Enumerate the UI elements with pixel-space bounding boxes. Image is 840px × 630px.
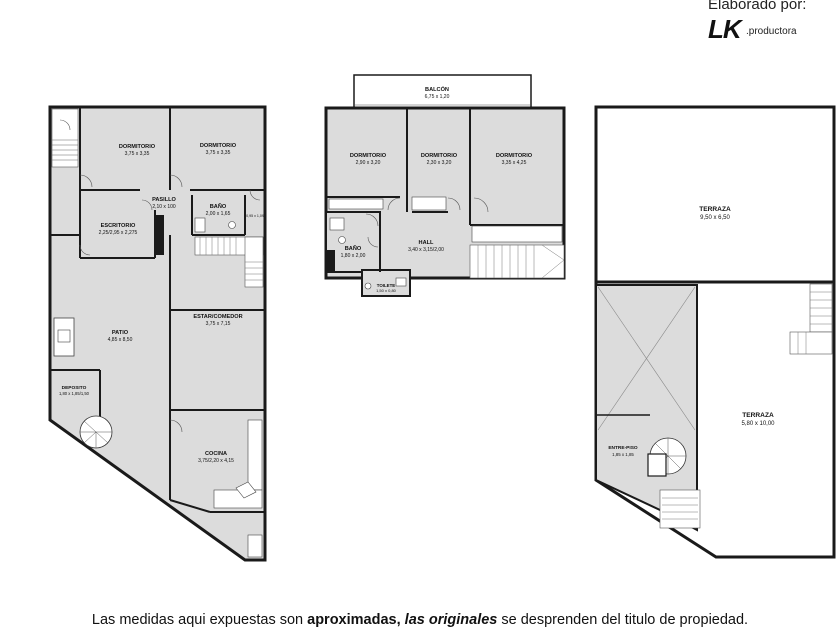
floor2-bath-toilet	[338, 236, 346, 244]
footer-text-a: Las medidas aqui expuestas son	[91, 612, 308, 628]
footer-text-b: aproximadas,	[307, 612, 401, 628]
f1-room-dims-5: 0,95 x 1,09	[246, 214, 264, 218]
floor1-chimney	[156, 215, 164, 255]
f2-room-label-4: DORMITORIO	[496, 153, 533, 159]
f1-room-dims-4: 2,00 x 1,65	[206, 211, 231, 217]
f2-room-dims-2: 2,90 x 3,20	[356, 160, 381, 166]
f2-room-dims-3: 2,30 x 3,20	[427, 160, 452, 166]
f3-room-label-3: ENTRE-PISO	[608, 445, 638, 451]
f1-room-dims-8: 3,75 x 7,15	[206, 321, 231, 327]
f2-room-label-7: TOILETE	[377, 283, 396, 288]
floor1-kitchen-island	[235, 481, 257, 499]
floor3-stair-right-steps	[797, 291, 832, 354]
f3-room-dims-2: 5,80 x 10,00	[741, 421, 775, 427]
f1-room-label-1: DORMITORIO	[119, 144, 156, 150]
f2-room-dims-4: 3,35 x 4,25	[502, 160, 527, 166]
f2-room-dims-1: 6,75 x 1,20	[425, 94, 450, 100]
floor2-balcony	[353, 74, 532, 109]
f1-room-dims-7: 4,85 x 8,50	[108, 337, 133, 343]
floor2-plan: BALCÓN 6,75 x 1,20 DORMITORIO 2,90 x 3,2…	[324, 74, 566, 297]
floor2-stair	[469, 244, 565, 279]
credits-title: Elaborado por:	[708, 0, 807, 13]
f1-room-dims-9: 1,80 x 1,85/1,50	[59, 391, 90, 396]
floor3-void-cross	[597, 286, 696, 431]
floor1-spiral-steps	[80, 420, 112, 448]
f3-room-label-2: TERRAZA	[742, 412, 774, 419]
floor1-stair-steps	[52, 139, 78, 161]
f1-room-label-4: BAÑO	[210, 203, 227, 210]
floor3-stair-lower-steps	[662, 497, 698, 520]
brand-logo: LK	[708, 14, 742, 44]
floor3-stair-right-b	[789, 331, 833, 355]
floor1-stair-top	[51, 108, 79, 168]
floor1-outline	[48, 105, 267, 562]
footer-text-d: se desprenden del titulo de propiedad.	[497, 612, 749, 628]
f2-room-label-1: BALCÓN	[425, 85, 449, 93]
f2-room-dims-7: 1,50 x 0,80	[376, 288, 397, 293]
f3-room-dims-1: 9,50 x 6,50	[700, 215, 730, 221]
floor2-wardrobe-1	[328, 198, 384, 210]
f3-room-dims-3: 1,85 x 1,85	[612, 452, 634, 457]
f1-room-label-9: DEPOSITO	[62, 385, 87, 391]
floor1-doors	[59, 119, 261, 433]
floor2-stair-steps	[477, 244, 565, 279]
f1-room-dims-10: 3,75/2,20 x 4,15	[198, 458, 234, 464]
floor1-patio-grill	[53, 317, 75, 357]
f2-room-label-6: HALL	[419, 240, 434, 246]
floor1-bath-toilet	[228, 221, 236, 229]
f1-room-label-7: PATIO	[112, 330, 129, 336]
floor1-utility	[247, 534, 263, 558]
f1-room-dims-2: 3,75 x 3,35	[206, 150, 231, 156]
floor2-toilet-sink	[395, 277, 407, 287]
floor2-toilet-fixture	[364, 282, 372, 290]
f1-room-label-2: DORMITORIO	[200, 143, 237, 149]
f2-room-label-5: BAÑO	[345, 245, 362, 252]
f1-room-dims-3: 2,10 x 100	[152, 204, 176, 210]
floor2-wardrobe-3	[471, 225, 563, 243]
f2-room-dims-6: 3,40 x 3,15/2,00	[408, 247, 444, 253]
f1-room-dims-6: 2,25/2,95 x 2,275	[99, 230, 138, 236]
floor3-plan: TERRAZA 9,50 x 6,50 TERRAZA 5,80 x 10,00…	[594, 105, 836, 559]
floor3-hatch	[647, 453, 667, 477]
floor1-stair-center-steps	[199, 237, 263, 281]
f1-room-label-8: ESTAR/COMEDOR	[193, 314, 242, 320]
floor1-plan: DORMITORIO 3,75 x 3,35 DORMITORIO 3,75 x…	[48, 105, 267, 562]
floor2-doors	[365, 197, 489, 248]
brand-logo-suffix: .productora	[746, 26, 797, 37]
floor2-wardrobe-2	[411, 196, 447, 211]
floor3-stair-lower	[659, 489, 701, 529]
f2-room-dims-5: 1,80 x 2,00	[341, 253, 366, 259]
f2-room-label-3: DORMITORIO	[421, 153, 458, 159]
floor1-kitchen-counter	[247, 419, 263, 491]
floor2-bath-tub	[329, 217, 345, 231]
floor2-bath-column	[327, 250, 335, 272]
f1-room-label-3: PASILLO	[152, 197, 176, 203]
f1-room-label-6: ESCRITORIO	[101, 223, 136, 229]
floor1-bath-tub	[194, 217, 206, 233]
disclaimer-footer: Las medidas aqui expuestas son aproximad…	[0, 612, 840, 628]
f2-room-label-2: DORMITORIO	[350, 153, 387, 159]
f1-room-label-10: COCINA	[205, 451, 227, 457]
footer-text-c: las originales	[400, 612, 498, 628]
f3-room-label-1: TERRAZA	[699, 206, 731, 213]
floor2-walls	[326, 108, 564, 272]
floor3-terrace-top	[594, 105, 836, 284]
f1-room-dims-1: 3,75 x 3,35	[125, 151, 150, 157]
floor1-patio-grill-inner	[57, 329, 71, 343]
